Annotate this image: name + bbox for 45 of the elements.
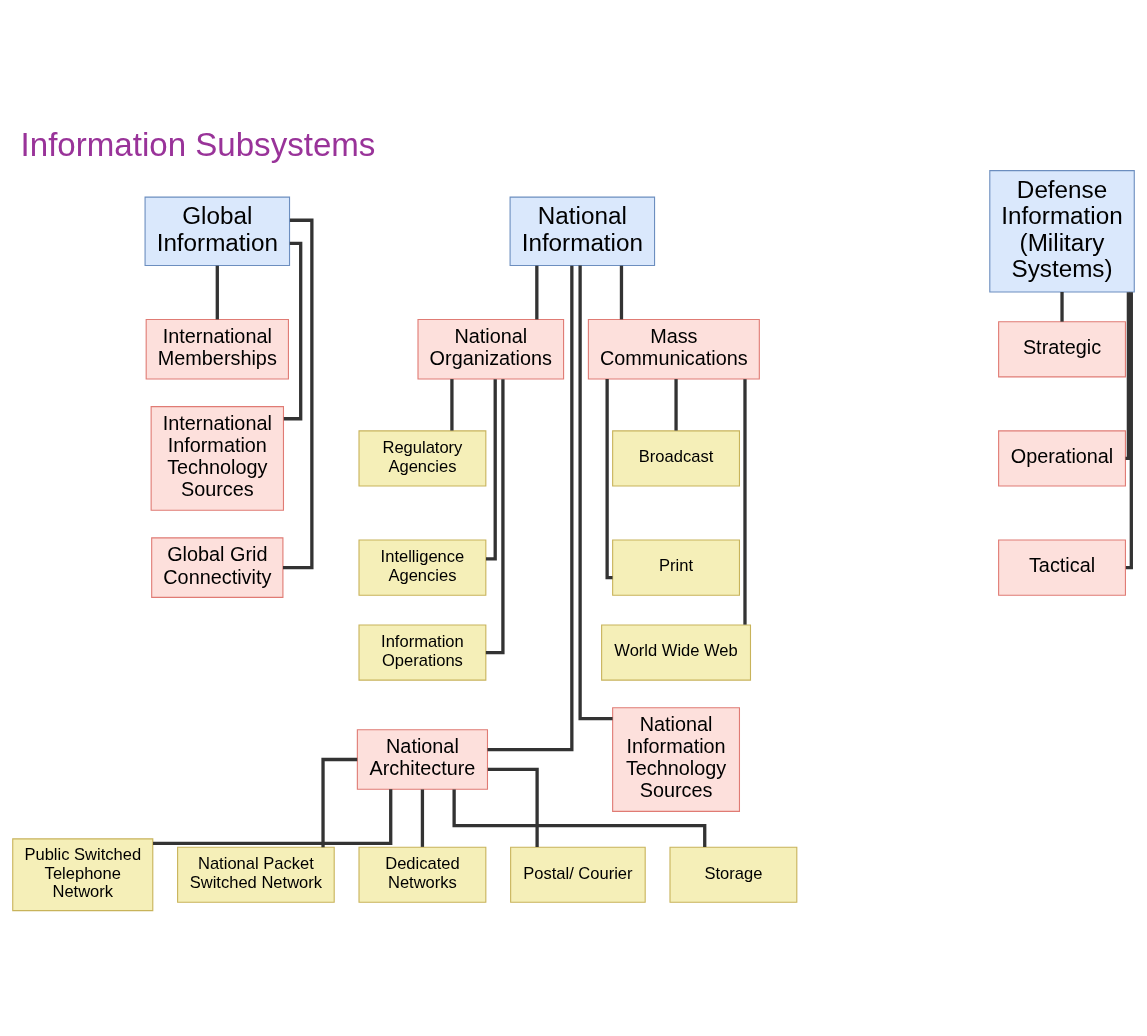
diagram-title: Information Subsystems	[20, 126, 376, 164]
node-box: Intelligence Agencies	[358, 539, 487, 596]
connector	[1125, 292, 1131, 461]
node-box: International Information Technology Sources	[150, 406, 285, 511]
node-box: Postal/ Courier	[510, 846, 646, 903]
node-box: Public Switched Telephone Network	[12, 838, 154, 912]
node-box: Regulatory Agencies	[358, 430, 487, 487]
node-box: Tactical	[998, 539, 1126, 596]
connector	[486, 379, 497, 561]
node-box: National Information	[509, 196, 656, 266]
node-box: Mass Communications	[587, 318, 760, 380]
connector	[487, 767, 539, 848]
node-box: Defense Information (Military Systems)	[989, 170, 1135, 293]
node-box: World Wide Web	[601, 624, 752, 681]
connector	[215, 265, 219, 320]
connector	[450, 379, 454, 431]
node-box: National Architecture	[356, 729, 489, 790]
node-box: Strategic	[998, 321, 1126, 378]
connector	[420, 789, 425, 847]
connector	[283, 218, 314, 570]
connector	[485, 379, 505, 655]
connector	[1125, 292, 1133, 570]
connector	[321, 757, 358, 848]
node-box: Global Information	[144, 196, 291, 266]
node-box: Dedicated Networks	[358, 846, 487, 903]
connector	[578, 265, 613, 721]
connector	[619, 265, 624, 320]
connector	[605, 379, 613, 580]
node-box: Print	[612, 539, 740, 596]
connector	[535, 265, 539, 320]
connector	[153, 789, 393, 845]
connector	[487, 265, 574, 752]
node-box: Broadcast	[612, 430, 740, 487]
node-box: National Packet Switched Network	[177, 846, 335, 903]
node-box: International Memberships	[145, 318, 289, 380]
node-box: Storage	[669, 846, 798, 903]
node-box: Information Operations	[358, 624, 487, 681]
connector	[1060, 292, 1064, 322]
node-box: National Organizations	[417, 318, 565, 380]
node-box: Global Grid Connectivity	[151, 537, 284, 598]
connector	[743, 379, 747, 625]
connector	[283, 241, 303, 421]
node-box: National Information Technology Sources	[612, 707, 740, 812]
node-box: Operational	[998, 430, 1126, 487]
connector	[674, 379, 678, 431]
